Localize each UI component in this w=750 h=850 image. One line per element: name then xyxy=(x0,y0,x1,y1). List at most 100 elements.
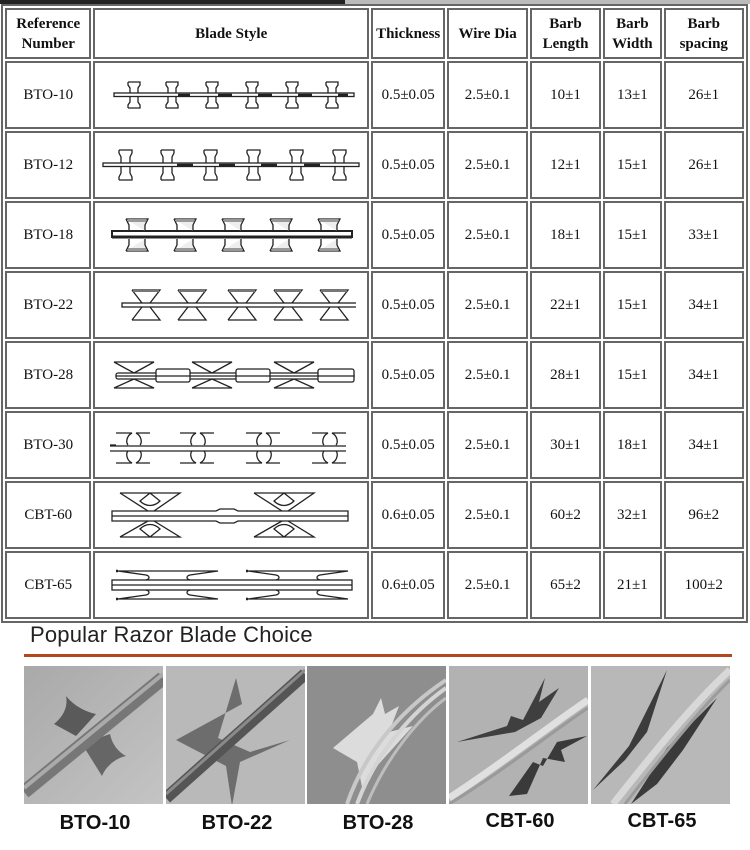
barb-width-cell: 32±1 xyxy=(603,481,662,549)
table-row: CBT-65 0.6±0.05 2.5±0.1 65±2 21±1 100±2 xyxy=(5,551,744,619)
bto-28-photo-icon xyxy=(307,666,446,804)
bto-22-photo-icon xyxy=(166,666,305,804)
wire-dia-cell: 2.5±0.1 xyxy=(447,411,528,479)
reference-cell: CBT-60 xyxy=(5,481,92,549)
header-text: Barb xyxy=(549,15,582,32)
cbt-60-blade-drawing-icon xyxy=(111,492,349,538)
reference-cell: BTO-28 xyxy=(5,341,92,409)
header-text: spacing xyxy=(679,35,728,52)
thickness-cell: 0.6±0.05 xyxy=(370,551,446,619)
wire-dia-cell: 2.5±0.1 xyxy=(447,61,528,129)
bto-22-photo xyxy=(166,666,305,804)
barb-spacing-cell: 26±1 xyxy=(663,131,744,199)
barb-width-cell: 15±1 xyxy=(603,201,662,269)
header-barb-spacing: Barb spacing xyxy=(663,8,744,59)
barb-width-cell: 15±1 xyxy=(603,271,662,339)
barb-length-cell: 10±1 xyxy=(529,61,602,129)
photo-gallery xyxy=(24,666,736,806)
cbt-65-blade-drawing-icon xyxy=(111,569,353,601)
table-row: BTO-18 0.5±0.05 2.5±0.1 18±1 15±1 33±1 xyxy=(5,201,744,269)
bto-30-blade-drawing-icon xyxy=(110,432,347,464)
header-text: Barb xyxy=(687,15,721,32)
barb-length-cell: 65±2 xyxy=(529,551,602,619)
table-row: BTO-28 0.5±0.05 2.5±0.1 28±1 15±1 34±1 xyxy=(5,341,744,409)
wire-dia-cell: 2.5±0.1 xyxy=(447,201,528,269)
reference-cell: CBT-65 xyxy=(5,551,92,619)
blade-style-cell xyxy=(93,61,369,129)
barb-spacing-cell: 100±2 xyxy=(663,551,744,619)
barb-length-cell: 30±1 xyxy=(529,411,602,479)
cbt-60-photo xyxy=(449,666,588,804)
blade-style-cell xyxy=(93,481,369,549)
bto-10-photo-icon xyxy=(24,666,163,804)
thickness-cell: 0.5±0.05 xyxy=(370,341,446,409)
cbt-65-photo-icon xyxy=(591,666,730,804)
reference-cell: BTO-10 xyxy=(5,61,92,129)
table-row: BTO-12 0.5±0.05 2.5±0.1 12±1 15±1 26±1 xyxy=(5,131,744,199)
section-divider xyxy=(24,654,732,657)
section-title: Popular Razor Blade Choice xyxy=(30,622,313,647)
barb-length-cell: 60±2 xyxy=(529,481,602,549)
barb-length-cell: 28±1 xyxy=(529,341,602,409)
bto-28-photo xyxy=(307,666,446,804)
bto-18-blade-drawing-icon xyxy=(111,218,354,252)
header-text: Number xyxy=(21,35,75,52)
blade-style-cell xyxy=(93,201,369,269)
bto-10-photo xyxy=(24,666,163,804)
photo-caption: BTO-28 xyxy=(342,812,414,834)
barb-width-cell: 15±1 xyxy=(603,341,662,409)
wire-dia-cell: 2.5±0.1 xyxy=(447,551,528,619)
reference-cell: BTO-22 xyxy=(5,271,92,339)
barb-spacing-cell: 26±1 xyxy=(663,61,744,129)
reference-cell: BTO-12 xyxy=(5,131,92,199)
header-thickness: Thickness xyxy=(370,8,446,59)
wire-dia-cell: 2.5±0.1 xyxy=(447,341,528,409)
thickness-cell: 0.5±0.05 xyxy=(370,271,446,339)
cbt-65-photo xyxy=(591,666,730,804)
table-row: CBT-60 0.6±0.05 2.5±0.1 60±2 32±1 96±2 xyxy=(5,481,744,549)
barb-length-cell: 18±1 xyxy=(529,201,602,269)
barb-spacing-cell: 34±1 xyxy=(663,341,744,409)
photo-caption: BTO-10 xyxy=(59,812,131,834)
blade-style-cell xyxy=(93,271,369,339)
reference-cell: BTO-30 xyxy=(5,411,92,479)
barb-spacing-cell: 34±1 xyxy=(663,411,744,479)
wire-dia-cell: 2.5±0.1 xyxy=(447,131,528,199)
header-text: Barb xyxy=(616,15,649,32)
thickness-cell: 0.6±0.05 xyxy=(370,481,446,549)
header-wire-dia: Wire Dia xyxy=(447,8,528,59)
wire-dia-cell: 2.5±0.1 xyxy=(447,481,528,549)
blade-style-cell xyxy=(93,341,369,409)
bto-12-blade-drawing-icon xyxy=(102,149,360,181)
photo-caption: CBT-65 xyxy=(627,810,697,832)
table-row: BTO-10 0.5±0.05 2.5±0.1 10±1 13±1 26±1 xyxy=(5,61,744,129)
barb-width-cell: 13±1 xyxy=(603,61,662,129)
photo-caption: CBT-60 xyxy=(485,810,555,832)
barb-spacing-cell: 34±1 xyxy=(663,271,744,339)
barb-width-cell: 18±1 xyxy=(603,411,662,479)
table-row: BTO-22 0.5±0.05 2.5±0.1 22±1 15±1 34±1 xyxy=(5,271,744,339)
photo-caption: BTO-22 xyxy=(201,812,273,834)
wire-dia-cell: 2.5±0.1 xyxy=(447,271,528,339)
top-strip xyxy=(0,0,750,5)
reference-cell: BTO-18 xyxy=(5,201,92,269)
bto-10-blade-drawing-icon xyxy=(113,81,355,109)
barb-width-cell: 21±1 xyxy=(603,551,662,619)
barb-spacing-cell: 33±1 xyxy=(663,201,744,269)
cbt-60-photo-icon xyxy=(449,666,588,804)
barb-spacing-cell: 96±2 xyxy=(663,481,744,549)
header-blade-style: Blade Style xyxy=(93,8,369,59)
blade-style-cell xyxy=(93,131,369,199)
header-text: Width xyxy=(612,35,653,52)
barb-width-cell: 15±1 xyxy=(603,131,662,199)
thickness-cell: 0.5±0.05 xyxy=(370,411,446,479)
header-text: Length xyxy=(542,35,589,52)
barb-length-cell: 22±1 xyxy=(529,271,602,339)
table-row: BTO-30 0.5±0.05 2.5±0.1 30±1 18±1 34±1 xyxy=(5,411,744,479)
bto-28-blade-drawing-icon xyxy=(113,361,355,389)
thickness-cell: 0.5±0.05 xyxy=(370,61,446,129)
